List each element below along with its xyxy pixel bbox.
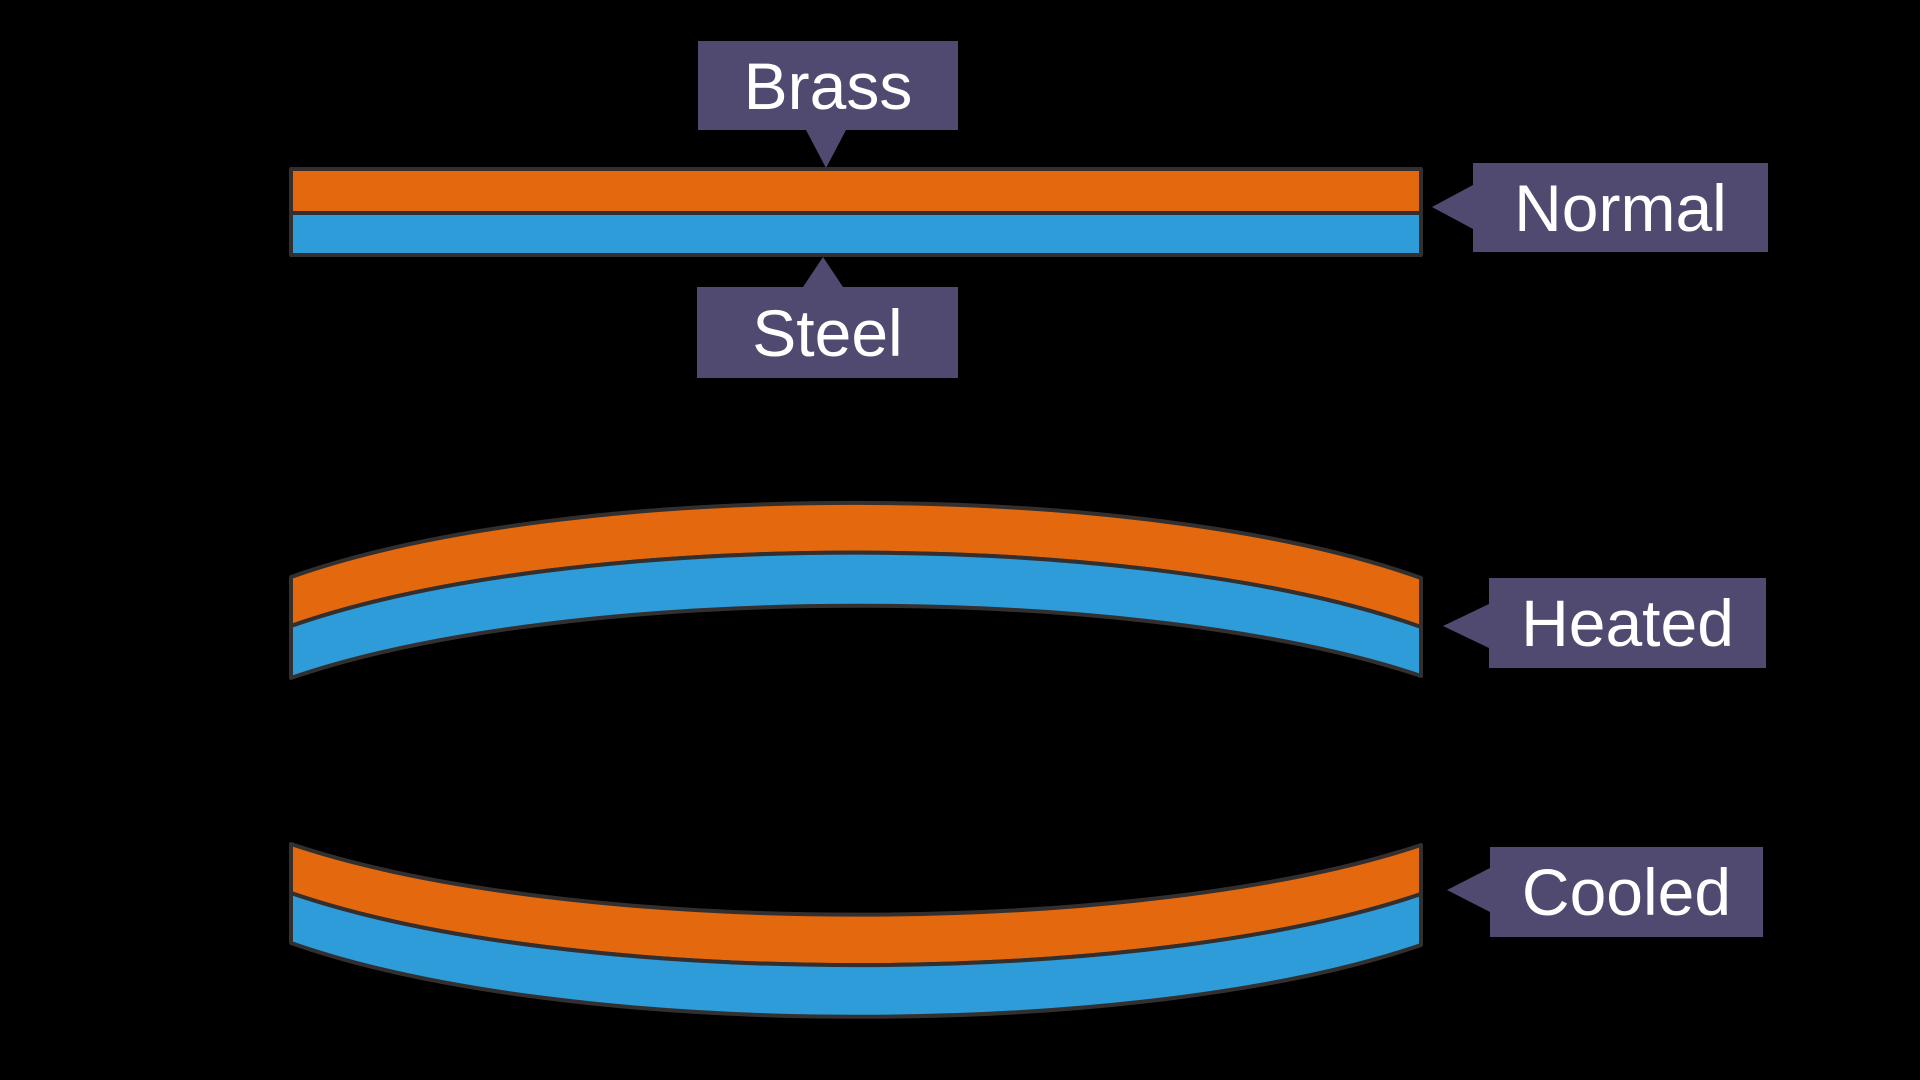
normal-label: Normal bbox=[1432, 163, 1768, 252]
steel-pointer-up-icon bbox=[803, 257, 843, 287]
cooled-label-text: Cooled bbox=[1521, 855, 1732, 929]
heated-label: Heated bbox=[1443, 578, 1766, 668]
heated-pointer-left-icon bbox=[1443, 604, 1489, 648]
steel-label: Steel bbox=[697, 257, 958, 378]
brass-label: Brass bbox=[698, 41, 958, 168]
normal-steel-layer bbox=[289, 211, 1423, 257]
normal-brass-layer bbox=[289, 167, 1423, 215]
normal-pointer-left-icon bbox=[1432, 185, 1473, 229]
heated-label-text: Heated bbox=[1521, 586, 1734, 660]
cooled-steel-layer bbox=[289, 891, 1423, 1019]
strip-cooled bbox=[289, 842, 1423, 1019]
brass-pointer-down-icon bbox=[806, 130, 846, 168]
cooled-label: Cooled bbox=[1447, 847, 1763, 937]
strip-heated bbox=[289, 500, 1423, 680]
steel-label-text: Steel bbox=[752, 295, 903, 370]
brass-label-text: Brass bbox=[743, 48, 913, 123]
cooled-pointer-left-icon bbox=[1447, 868, 1490, 912]
heated-steel-layer bbox=[289, 550, 1423, 680]
normal-label-text: Normal bbox=[1514, 170, 1727, 245]
strip-normal bbox=[289, 167, 1423, 257]
